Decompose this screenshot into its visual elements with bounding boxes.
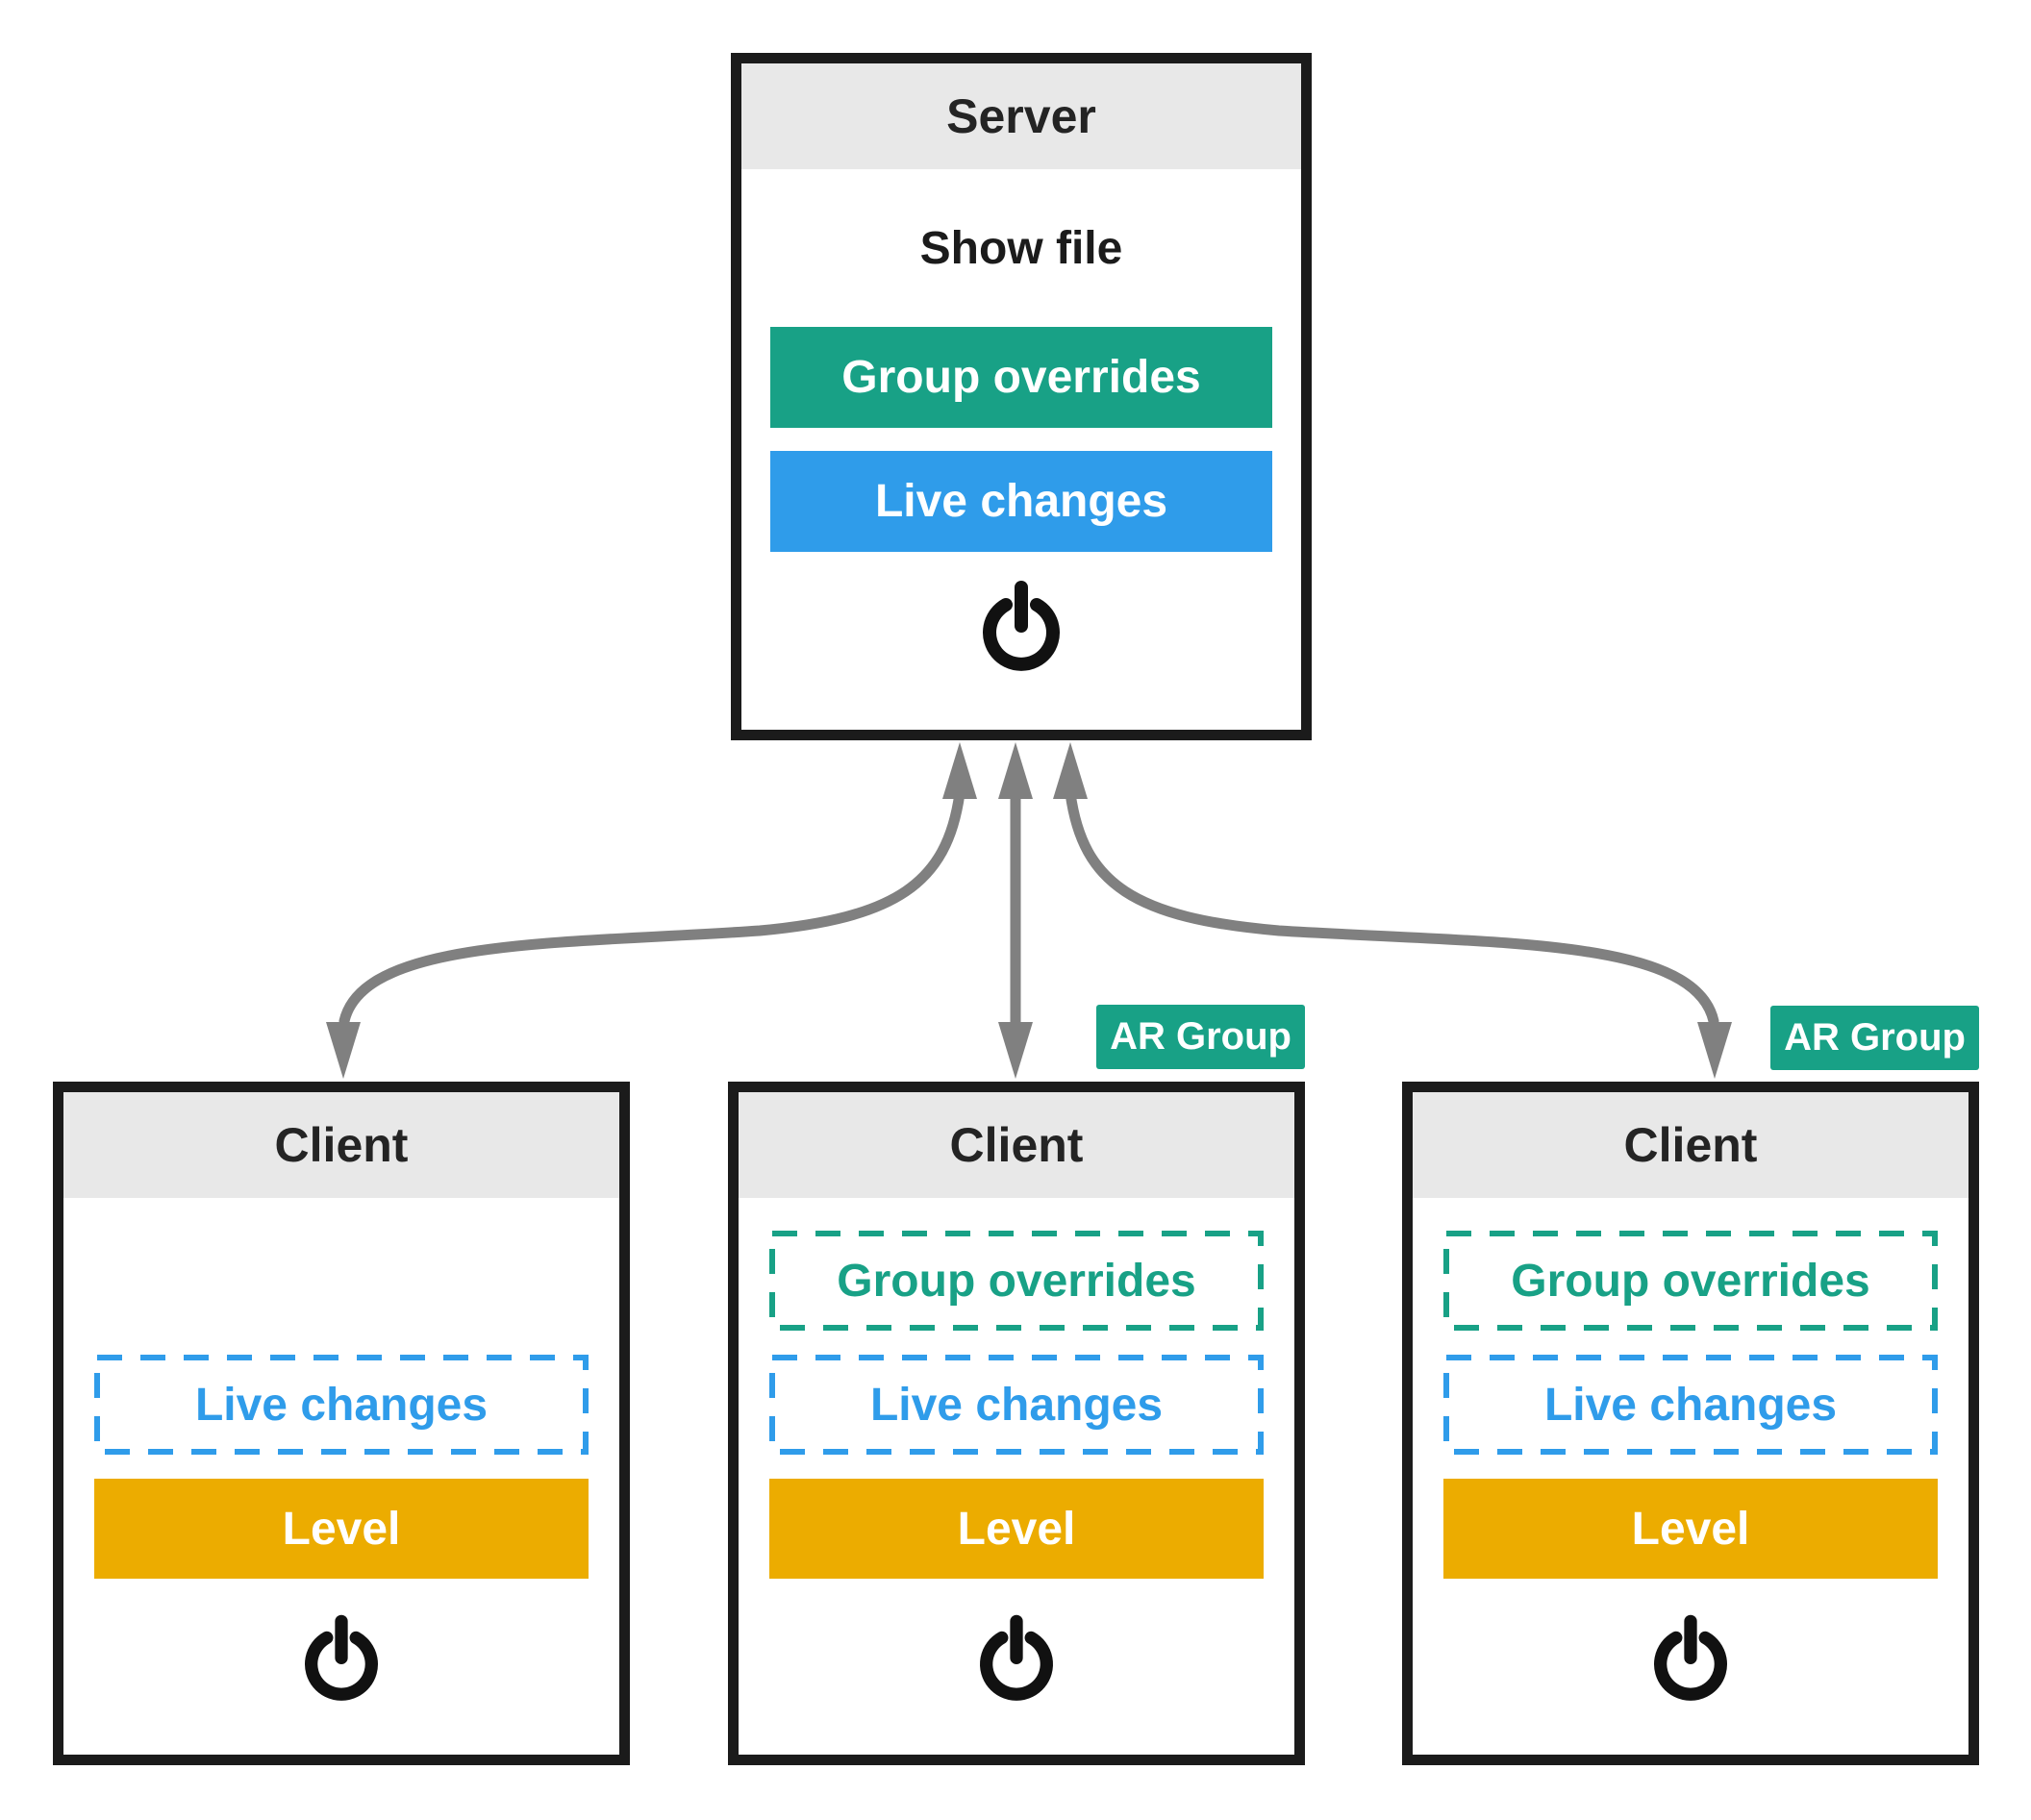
client-3-node: Client Group overrides Live changes Leve… — [1402, 1082, 1979, 1765]
client-2-title: Client — [949, 1118, 1084, 1172]
server-header: Server — [741, 63, 1301, 169]
arrow-server-client-2 — [998, 742, 1033, 1079]
arrow-server-client-3 — [1053, 742, 1732, 1079]
client-2-level-box: Level — [769, 1479, 1264, 1579]
client-3-live-changes-slot: Live changes — [1443, 1355, 1938, 1455]
client-2-live-changes-slot: Live changes — [769, 1355, 1264, 1455]
server-group-overrides-box: Group overrides — [770, 327, 1272, 428]
ar-group-badge-client-2: AR Group — [1096, 1005, 1305, 1069]
dashed-border — [769, 1231, 1264, 1331]
dashed-border — [769, 1355, 1264, 1455]
power-icon — [1654, 1614, 1727, 1701]
power-icon — [983, 581, 1060, 671]
server-title: Server — [946, 89, 1096, 143]
client-1-live-changes-label: Live changes — [194, 1379, 489, 1431]
server-live-changes-box: Live changes — [770, 451, 1272, 552]
client-1-live-changes-slot: Live changes — [94, 1355, 589, 1455]
client-2-live-changes-label: Live changes — [869, 1379, 1164, 1431]
dashed-border — [1443, 1231, 1938, 1331]
arrow-server-client-1 — [326, 742, 977, 1079]
client-3-level-box: Level — [1443, 1479, 1938, 1579]
power-icon — [305, 1614, 378, 1701]
client-2-node: Client Group overrides Live changes Leve… — [728, 1082, 1305, 1765]
client-3-live-changes-label: Live changes — [1543, 1379, 1838, 1431]
client-2-group-overrides-slot: Group overrides — [769, 1231, 1264, 1331]
client-1-title: Client — [274, 1118, 409, 1172]
power-icon — [980, 1614, 1053, 1701]
client-1-node: Client Live changes Level — [53, 1082, 630, 1765]
server-show-file-label: Show file — [919, 222, 1123, 274]
client-2-header: Client — [739, 1092, 1294, 1198]
dashed-border — [1443, 1355, 1938, 1455]
dashed-border — [94, 1355, 589, 1455]
client-2-group-overrides-label: Group overrides — [837, 1255, 1196, 1307]
server-node: Server Show file Group overrides Live ch… — [731, 53, 1312, 740]
client-1-header: Client — [63, 1092, 619, 1198]
ar-group-badge-client-3: AR Group — [1770, 1006, 1979, 1070]
client-3-header: Client — [1413, 1092, 1968, 1198]
client-3-group-overrides-slot: Group overrides — [1443, 1231, 1938, 1331]
client-3-group-overrides-label: Group overrides — [1511, 1255, 1870, 1307]
client-1-level-box: Level — [94, 1479, 589, 1579]
client-3-title: Client — [1623, 1118, 1758, 1172]
